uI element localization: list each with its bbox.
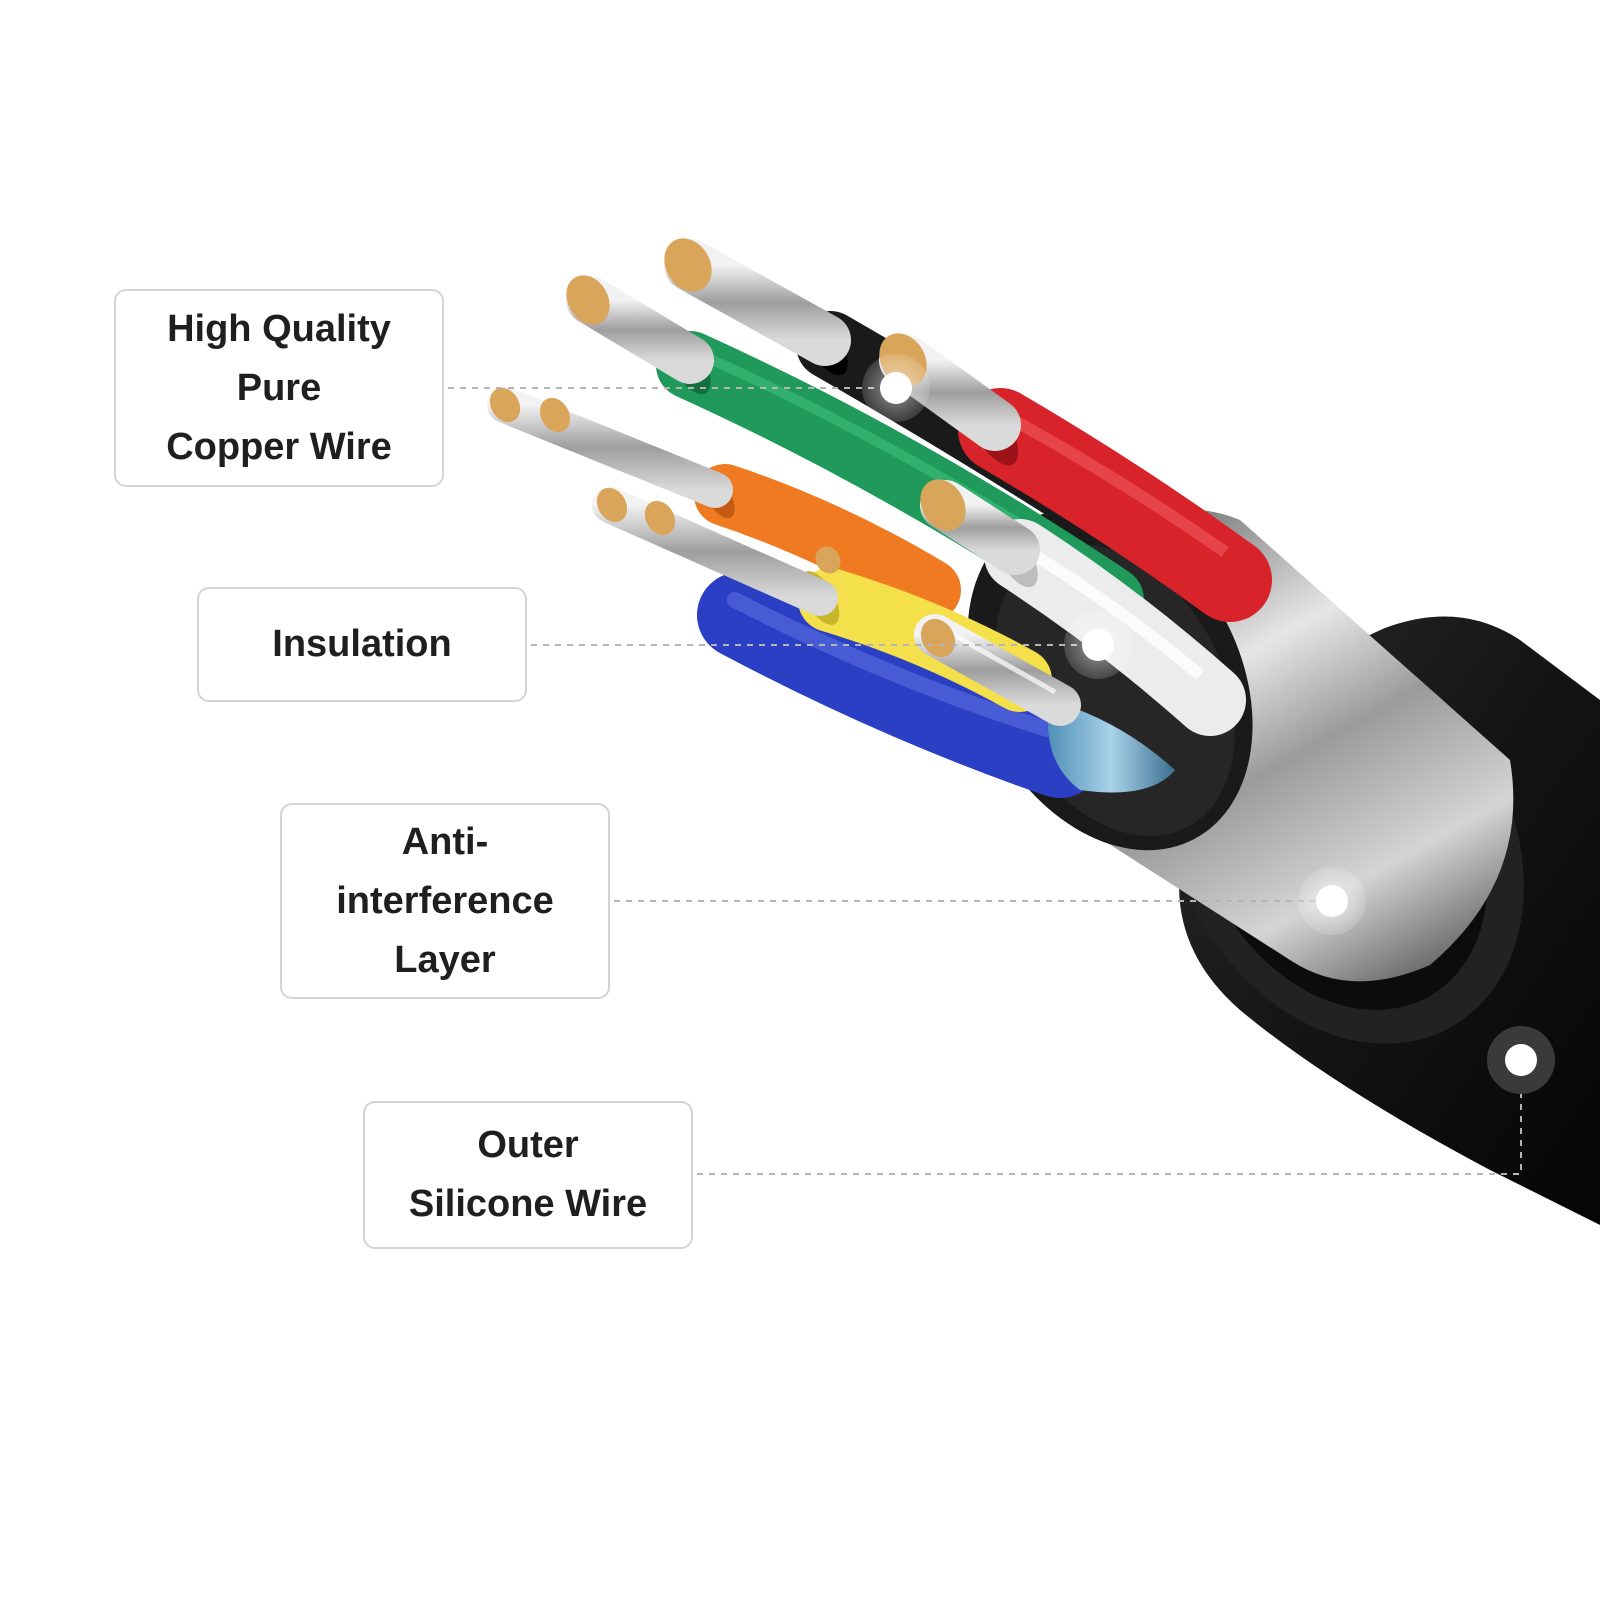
label-shield-line-1: Anti-	[401, 820, 489, 863]
leader-lines	[448, 387, 1522, 1175]
label-insulation: Insulation	[197, 587, 527, 702]
copper-conductors	[487, 238, 1040, 658]
label-outer-line-2: Silicone Wire	[408, 1183, 648, 1225]
label-outer-silicone-wire: Outer Silicone Wire	[363, 1101, 693, 1249]
wire-blue	[697, 572, 1103, 798]
label-insulation-line-1: Insulation	[272, 623, 452, 665]
label-copper-line-3: Copper Wire	[166, 425, 392, 468]
label-outer-line-1: Outer	[477, 1124, 579, 1166]
label-shield-line-2: interference	[336, 879, 554, 922]
marker-dots	[862, 354, 1555, 1094]
label-copper-line-1: High Quality	[167, 307, 391, 350]
drain-strand	[914, 614, 1081, 726]
label-shield-line-3: Layer	[394, 938, 496, 981]
foil-wrap	[1048, 700, 1175, 793]
label-anti-interference-layer: Anti- interference Layer	[280, 803, 610, 999]
label-copper-line-2: Pure	[236, 366, 322, 409]
label-copper-wire: High Quality Pure Copper Wire	[114, 289, 444, 487]
